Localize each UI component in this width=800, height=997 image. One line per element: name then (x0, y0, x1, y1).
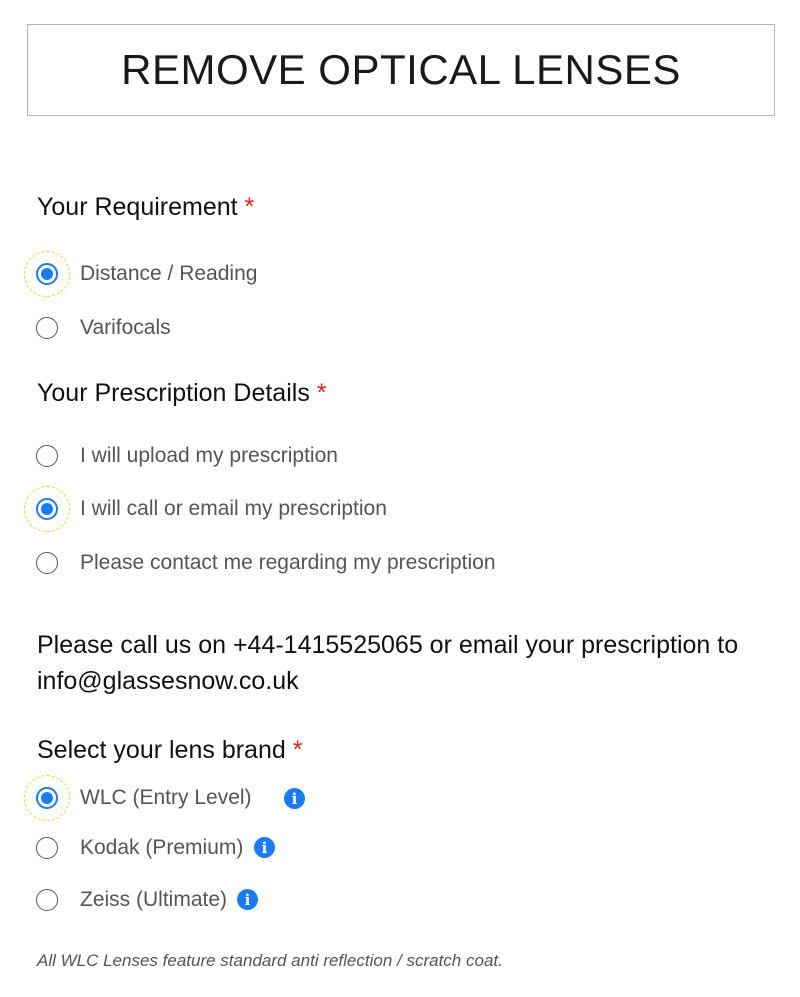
radio-button[interactable] (36, 837, 58, 859)
page-title: REMOVE OPTICAL LENSES (121, 46, 681, 93)
radio-button[interactable] (36, 787, 58, 809)
radio-button[interactable] (36, 317, 58, 339)
option-label: I will upload my prescription (80, 444, 338, 467)
info-icon[interactable]: i (254, 837, 275, 858)
contact-message: Please call us on +44-1415525065 or emai… (37, 631, 739, 695)
prescription-heading: Your Prescription Details * (37, 379, 327, 407)
title-box: REMOVE OPTICAL LENSES (27, 24, 775, 116)
lens-brand-heading: Select your lens brand * (37, 736, 303, 764)
option-label: Please contact me regarding my prescript… (80, 551, 496, 574)
requirement-heading: Your Requirement * (37, 193, 255, 221)
option-label: Varifocals (80, 316, 171, 339)
radio-button[interactable] (36, 263, 58, 285)
option-label: I will call or email my prescription (80, 497, 387, 520)
option-label: Distance / Reading (80, 262, 258, 285)
focus-ring (24, 486, 70, 532)
radio-button[interactable] (36, 445, 58, 467)
focus-ring (24, 775, 70, 821)
option-label: Zeiss (Ultimate) (80, 888, 228, 911)
info-icon[interactable]: i (284, 788, 305, 809)
required-mark: * (292, 736, 303, 764)
option-label: Kodak (Premium) (80, 836, 244, 859)
required-mark: * (244, 193, 255, 221)
radio-button[interactable] (36, 498, 58, 520)
info-icon[interactable]: i (237, 889, 258, 910)
option-label: WLC (Entry Level) (80, 786, 252, 809)
required-mark: * (316, 379, 327, 407)
radio-button[interactable] (36, 552, 58, 574)
lens-note: All WLC Lenses feature standard anti ref… (37, 951, 503, 970)
radio-button[interactable] (36, 889, 58, 911)
focus-ring (24, 251, 70, 297)
